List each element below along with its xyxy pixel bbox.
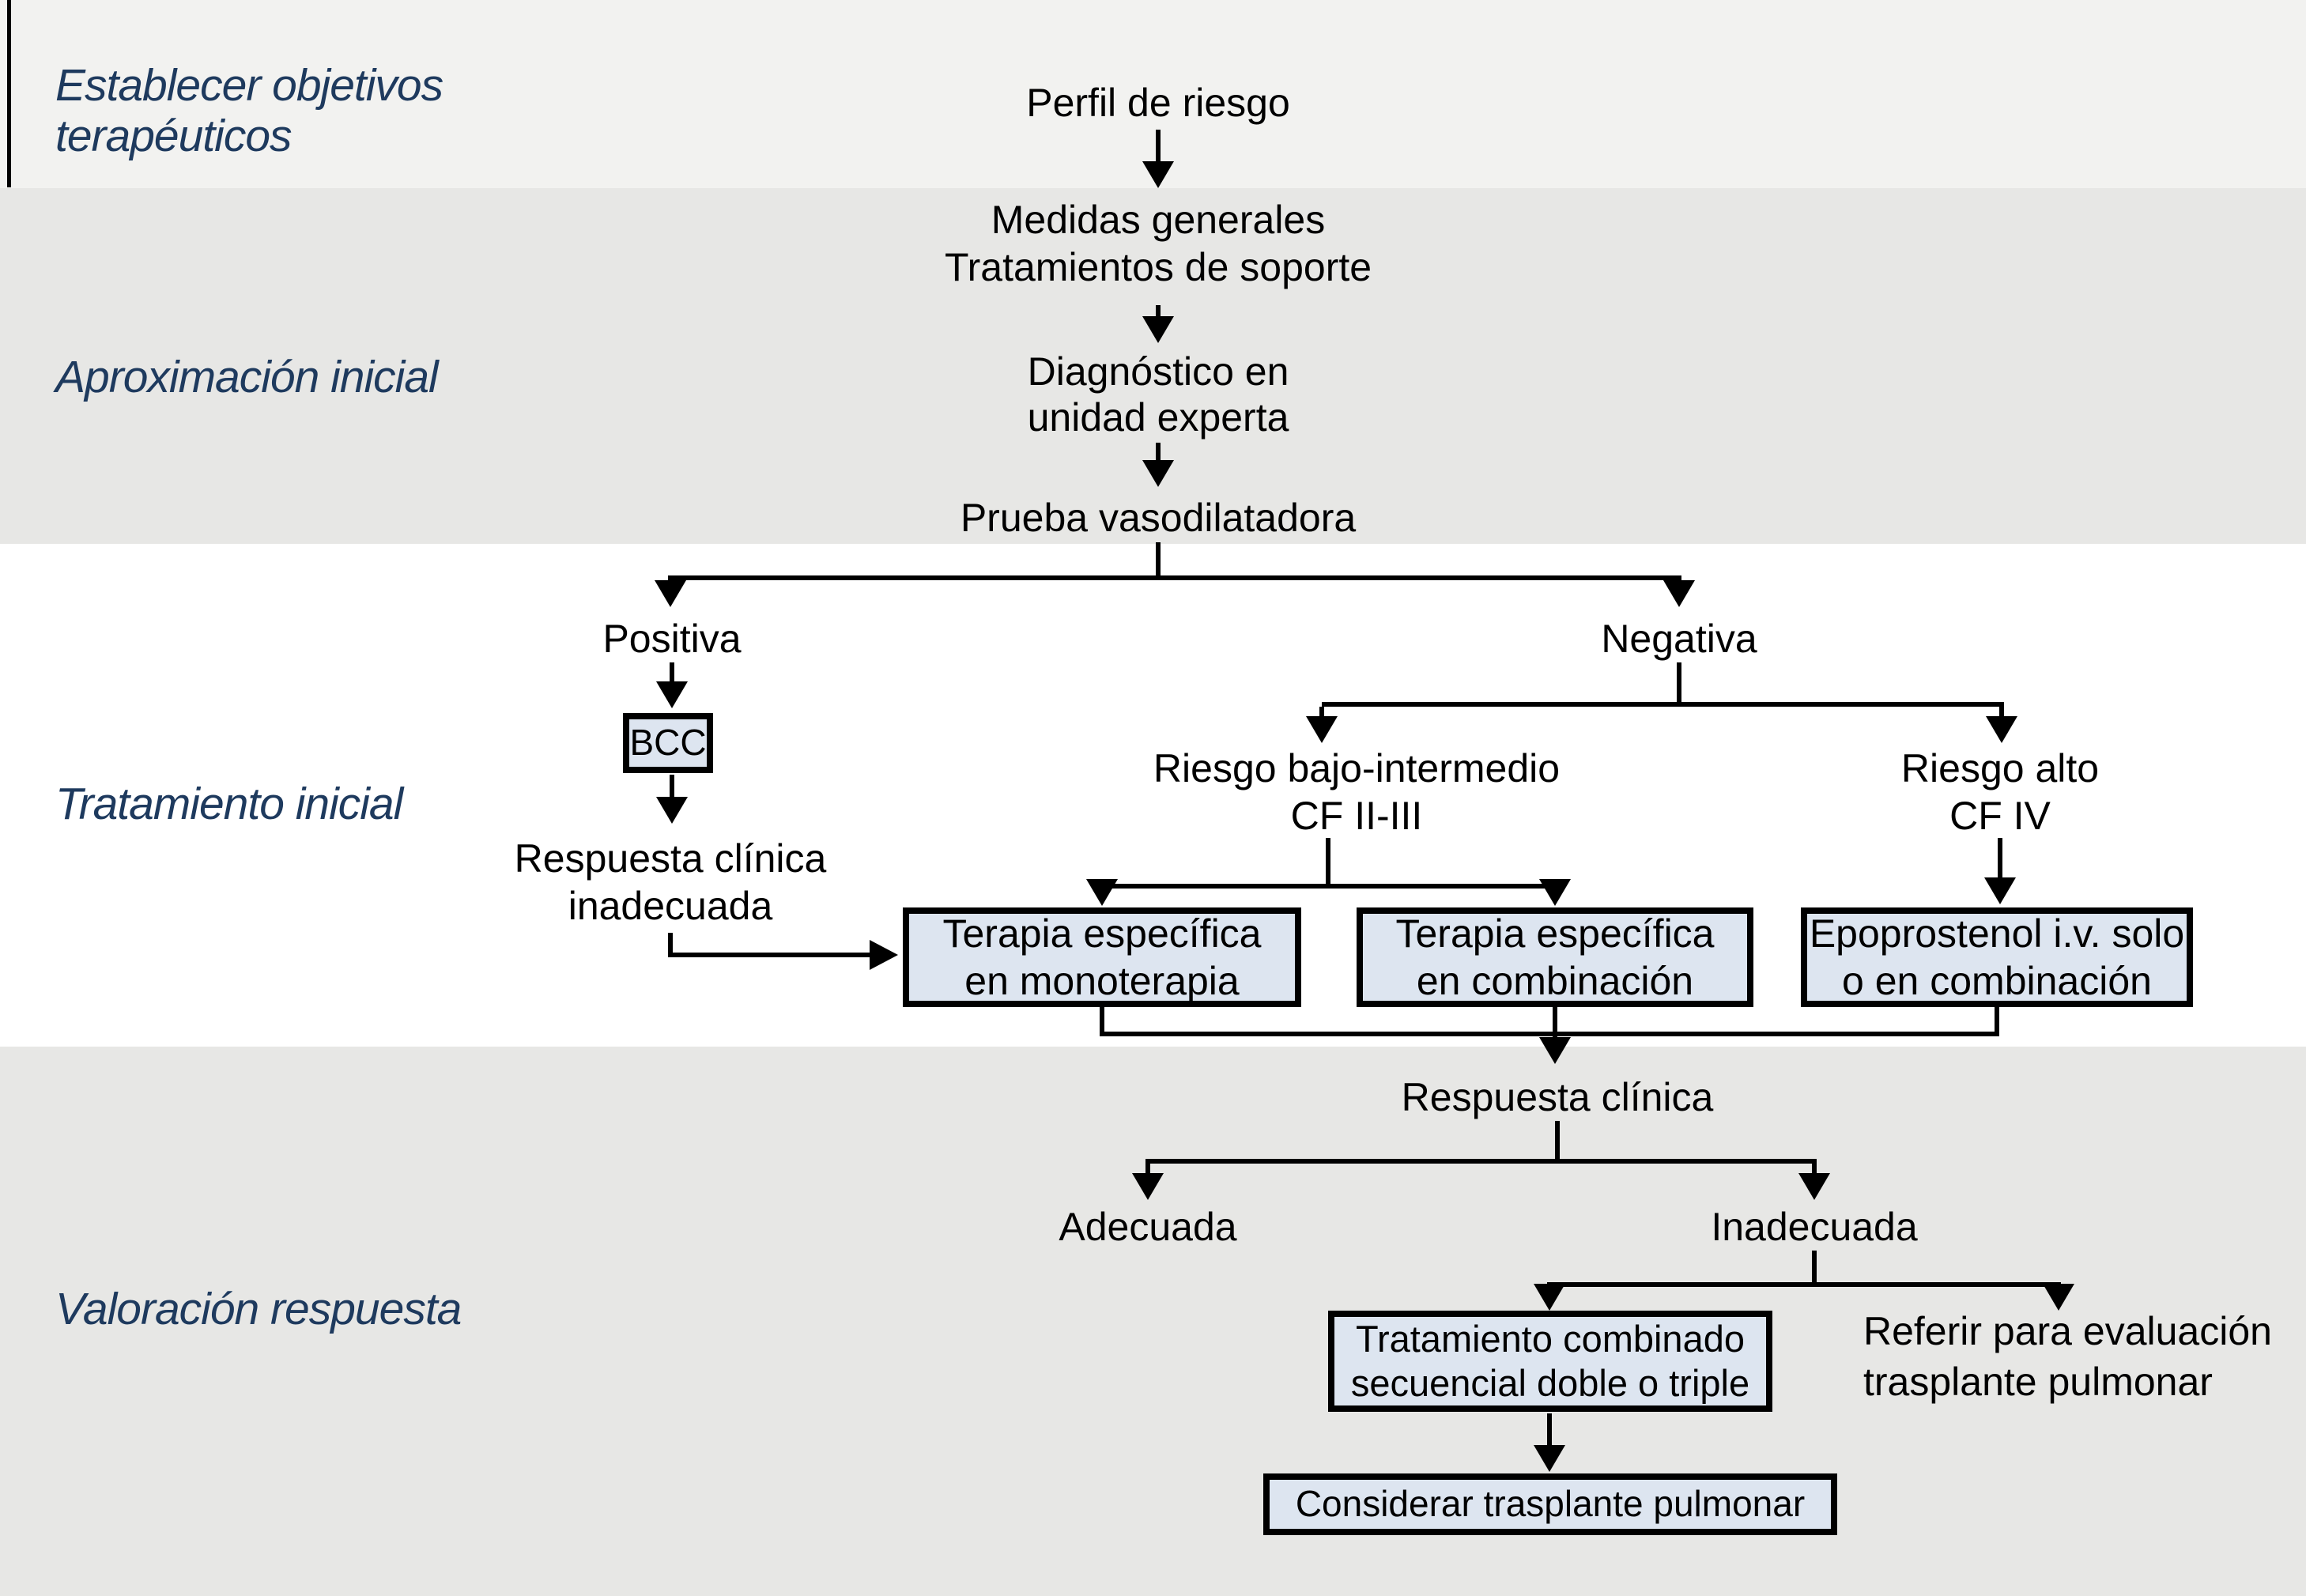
arrow-stem-riesgo-alto <box>1999 707 2004 719</box>
flow-node-diagnostico-line2: unidad experta <box>1027 395 1289 440</box>
flow-node-prueba: Prueba vasodilatadora <box>960 496 1357 540</box>
branch-stem-negativa <box>1677 662 1681 704</box>
elbow-stem-respuesta <box>668 933 673 957</box>
branch-line-riesgo-bajo <box>1100 884 1557 889</box>
arrow-stem-diagnostico-prueba <box>1156 443 1161 463</box>
arrow-head-perfil-medidas <box>1142 161 1174 188</box>
arrow-head-positiva-bcc <box>656 681 688 708</box>
box-monoterapia: Terapia específica en monoterapia <box>903 907 1301 1007</box>
band-objetivos <box>0 0 2306 188</box>
arrow-head-positiva <box>655 580 686 607</box>
arrow-head-medidas-diagnostico <box>1142 316 1174 343</box>
flow-node-inadecuada: Inadecuada <box>1711 1205 1918 1249</box>
arrow-head-combinado <box>1534 1284 1565 1311</box>
box-combinado: Tratamiento combinado secuencial doble o… <box>1328 1311 1772 1412</box>
box-combinado-line2: secuencial doble o triple <box>1350 1362 1750 1404</box>
arrow-head-considerar <box>1534 1445 1565 1472</box>
arrow-head-riesgo-alto <box>1986 716 2017 743</box>
branch-line-respuesta-clinica <box>1145 1159 1817 1164</box>
flow-node-negativa: Negativa <box>1601 617 1757 661</box>
arrow-head-monoterapia <box>1086 879 1118 906</box>
box-considerar-label: Considerar trasplante pulmonar <box>1295 1483 1806 1525</box>
section-label-objetivos-line2: terapéuticos <box>55 111 292 161</box>
arrow-head-combinacion <box>1539 879 1571 906</box>
arrow-stem-positiva-bcc <box>670 662 674 683</box>
connector-stem-epoprostenol <box>1995 1007 1999 1036</box>
flow-node-positiva: Positiva <box>602 617 742 661</box>
arrow-head-respuesta-clinica <box>1539 1037 1571 1064</box>
box-combinacion-line2: en combinación <box>1416 959 1694 1003</box>
flow-node-respuesta-inadecuada-line2: inadecuada <box>568 884 773 928</box>
section-label-tratamiento: Tratamiento inicial <box>55 779 403 829</box>
box-combinado-line1: Tratamiento combinado <box>1355 1317 1745 1360</box>
arrow-stem-considerar <box>1547 1413 1552 1447</box>
band-valoracion <box>0 1047 2306 1596</box>
connector-stem-monoterapia <box>1100 1007 1104 1036</box>
branch-stem-prueba <box>1156 542 1161 578</box>
box-epoprostenol-line2: o en combinación <box>1842 959 2152 1003</box>
arrow-head-inadecuada <box>1798 1173 1830 1200</box>
flow-node-riesgo-bajo-line2: CF II-III <box>1290 794 1423 838</box>
branch-stem-riesgo-bajo <box>1326 838 1330 886</box>
arrow-stem-respuesta-clinica <box>1553 1007 1557 1039</box>
branch-line-negativa <box>1322 702 2004 707</box>
arrow-head-bcc-respuesta <box>656 797 688 824</box>
box-monoterapia-line2: en monoterapia <box>964 959 1240 1003</box>
flow-node-riesgo-bajo-line1: Riesgo bajo-intermedio <box>1153 746 1561 790</box>
flow-node-referir-line2: trasplante pulmonar <box>1863 1360 2213 1404</box>
arrow-head-cfiv-epoprostenol <box>1984 877 2016 904</box>
box-combinacion-line1: Terapia específica <box>1395 911 1715 956</box>
flow-node-respuesta-inadecuada-line1: Respuesta clínica <box>514 836 827 881</box>
arrow-stem-bcc-respuesta <box>670 775 674 798</box>
box-monoterapia-line1: Terapia específica <box>942 911 1262 956</box>
arrow-head-into-monoterapia <box>870 940 898 970</box>
flow-node-riesgo-alto-line1: Riesgo alto <box>1900 746 2100 790</box>
flow-node-medidas-line2: Tratamientos de soporte <box>944 245 1372 289</box>
connector-line-boxes <box>1100 1032 1999 1036</box>
flow-node-perfil: Perfil de riesgo <box>1026 81 1290 125</box>
section-label-valoracion: Valoración respuesta <box>55 1284 462 1334</box>
box-bcc-label: BCC <box>629 722 707 764</box>
branch-stem-inadecuada <box>1812 1251 1817 1285</box>
arrow-stem-riesgo-bajo <box>1319 707 1324 719</box>
box-epoprostenol: Epoprostenol i.v. solo o en combinación <box>1801 907 2193 1007</box>
flow-node-diagnostico-line1: Diagnóstico en <box>1027 349 1289 394</box>
box-considerar: Considerar trasplante pulmonar <box>1263 1473 1837 1535</box>
arrow-stem-inadecuada <box>1812 1164 1817 1176</box>
elbow-line-respuesta <box>668 953 870 957</box>
flow-node-adecuada: Adecuada <box>1059 1205 1237 1249</box>
arrow-head-negativa <box>1663 580 1695 607</box>
flow-node-referir-line1: Referir para evaluación <box>1863 1309 2272 1353</box>
box-bcc: BCC <box>623 713 713 773</box>
scan-artifact-line <box>7 0 11 187</box>
arrow-head-riesgo-bajo <box>1306 716 1338 743</box>
flow-node-medidas-line1: Medidas generales <box>991 198 1326 242</box>
arrow-stem-perfil-medidas <box>1156 130 1161 163</box>
box-combinacion: Terapia específica en combinación <box>1357 907 1753 1007</box>
arrow-stem-adecuada <box>1145 1164 1150 1176</box>
flow-node-respuesta-clinica: Respuesta clínica <box>1401 1075 1714 1119</box>
branch-line-prueba <box>668 575 1681 580</box>
arrow-head-referir <box>2043 1284 2074 1311</box>
arrow-stem-cfiv-epoprostenol <box>1998 838 2002 879</box>
flow-node-riesgo-alto-line2: CF IV <box>1949 794 2051 838</box>
section-label-objetivos-line1: Establecer objetivos <box>55 60 443 111</box>
arrow-stem-medidas-diagnostico <box>1156 305 1161 319</box>
branch-stem-respuesta-clinica <box>1555 1121 1560 1161</box>
arrow-head-adecuada <box>1132 1173 1164 1200</box>
box-epoprostenol-line1: Epoprostenol i.v. solo <box>1809 911 2185 956</box>
branch-line-inadecuada <box>1547 1282 2061 1287</box>
section-label-aproximacion: Aproximación inicial <box>55 352 439 402</box>
arrow-head-diagnostico-prueba <box>1142 460 1174 487</box>
